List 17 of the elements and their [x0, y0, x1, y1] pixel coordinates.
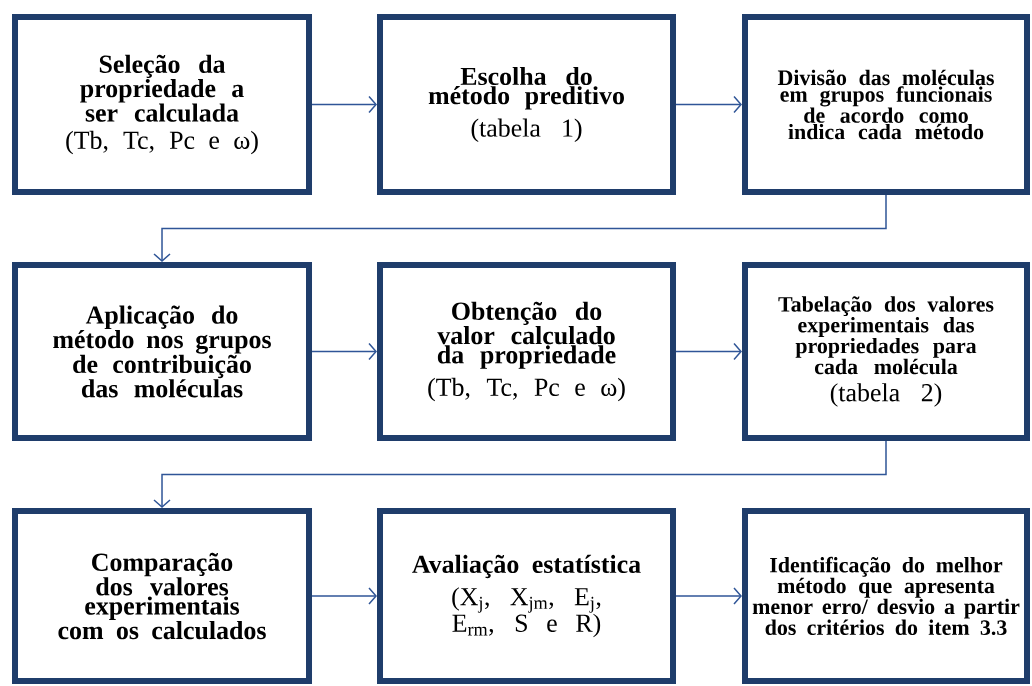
arrow: [675, 95, 742, 114]
process-box: Avaliação estatística (X$_{j}$, X$_{jm}$, E$_{j}$, E$_{rm}$, S e R): [377, 508, 676, 684]
process-box: Seleção da propriedade a ser calculada (Tb, Tc, Pc e ω): [12, 14, 312, 195]
arrow: [311, 95, 377, 114]
process-box: Tabelação dos valores experimentais das propriedades para cada molécula (tabela 2): [742, 262, 1030, 441]
process-box: Aplicação do método nos grupos de contribuição das moléculas: [12, 262, 312, 441]
process-box: Identificação do melhor método que apresenta menor erro/ desvio a partir dos critérios do item 3.3: [742, 508, 1030, 684]
process-box: Escolha do método preditivo (tabela 1): [377, 14, 676, 195]
process-box: Divisão das moléculas em grupos funcionais de acordo como indica cada método: [742, 14, 1030, 195]
arrow: [153, 440, 887, 508]
arrow: [153, 194, 887, 262]
arrow: [675, 342, 742, 361]
arrow: [675, 587, 742, 605]
process-box: Obtenção do valor calculado da propriedade (Tb, Tc, Pc e ω): [377, 262, 676, 441]
arrow: [311, 342, 377, 361]
arrow: [311, 587, 377, 605]
process-box: Comparação dos valores experimentais com os calculados: [12, 508, 312, 684]
